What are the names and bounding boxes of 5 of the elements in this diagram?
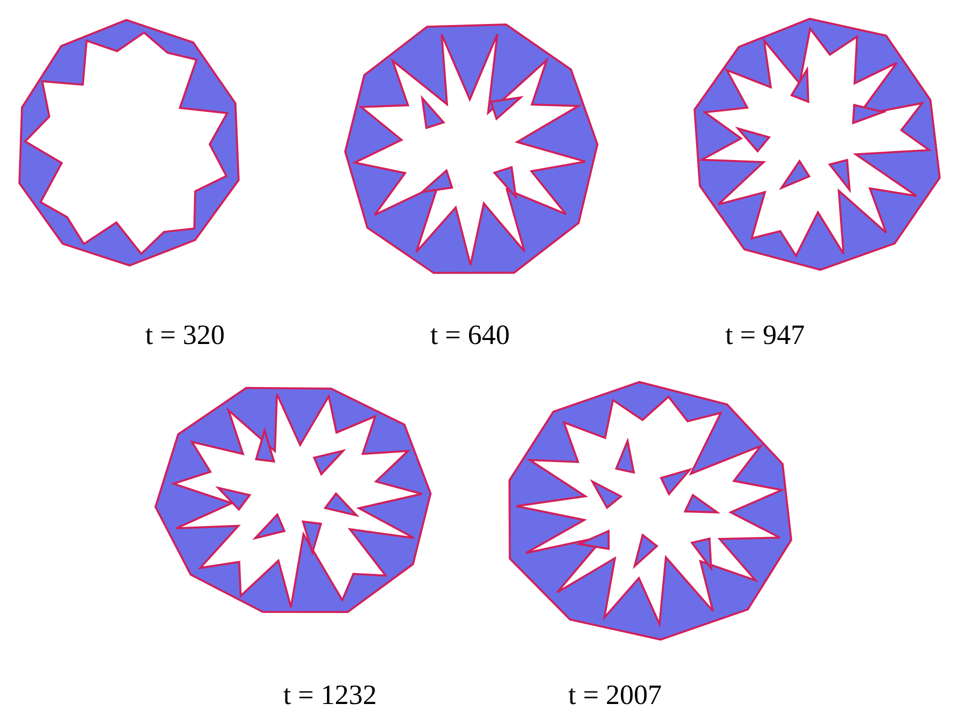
time-caption: t = 947 — [725, 322, 805, 350]
time-caption: t = 640 — [430, 322, 510, 350]
time-caption: t = 1232 — [283, 682, 377, 710]
time-caption: t = 2007 — [568, 682, 662, 710]
time-caption: t = 320 — [145, 322, 225, 350]
